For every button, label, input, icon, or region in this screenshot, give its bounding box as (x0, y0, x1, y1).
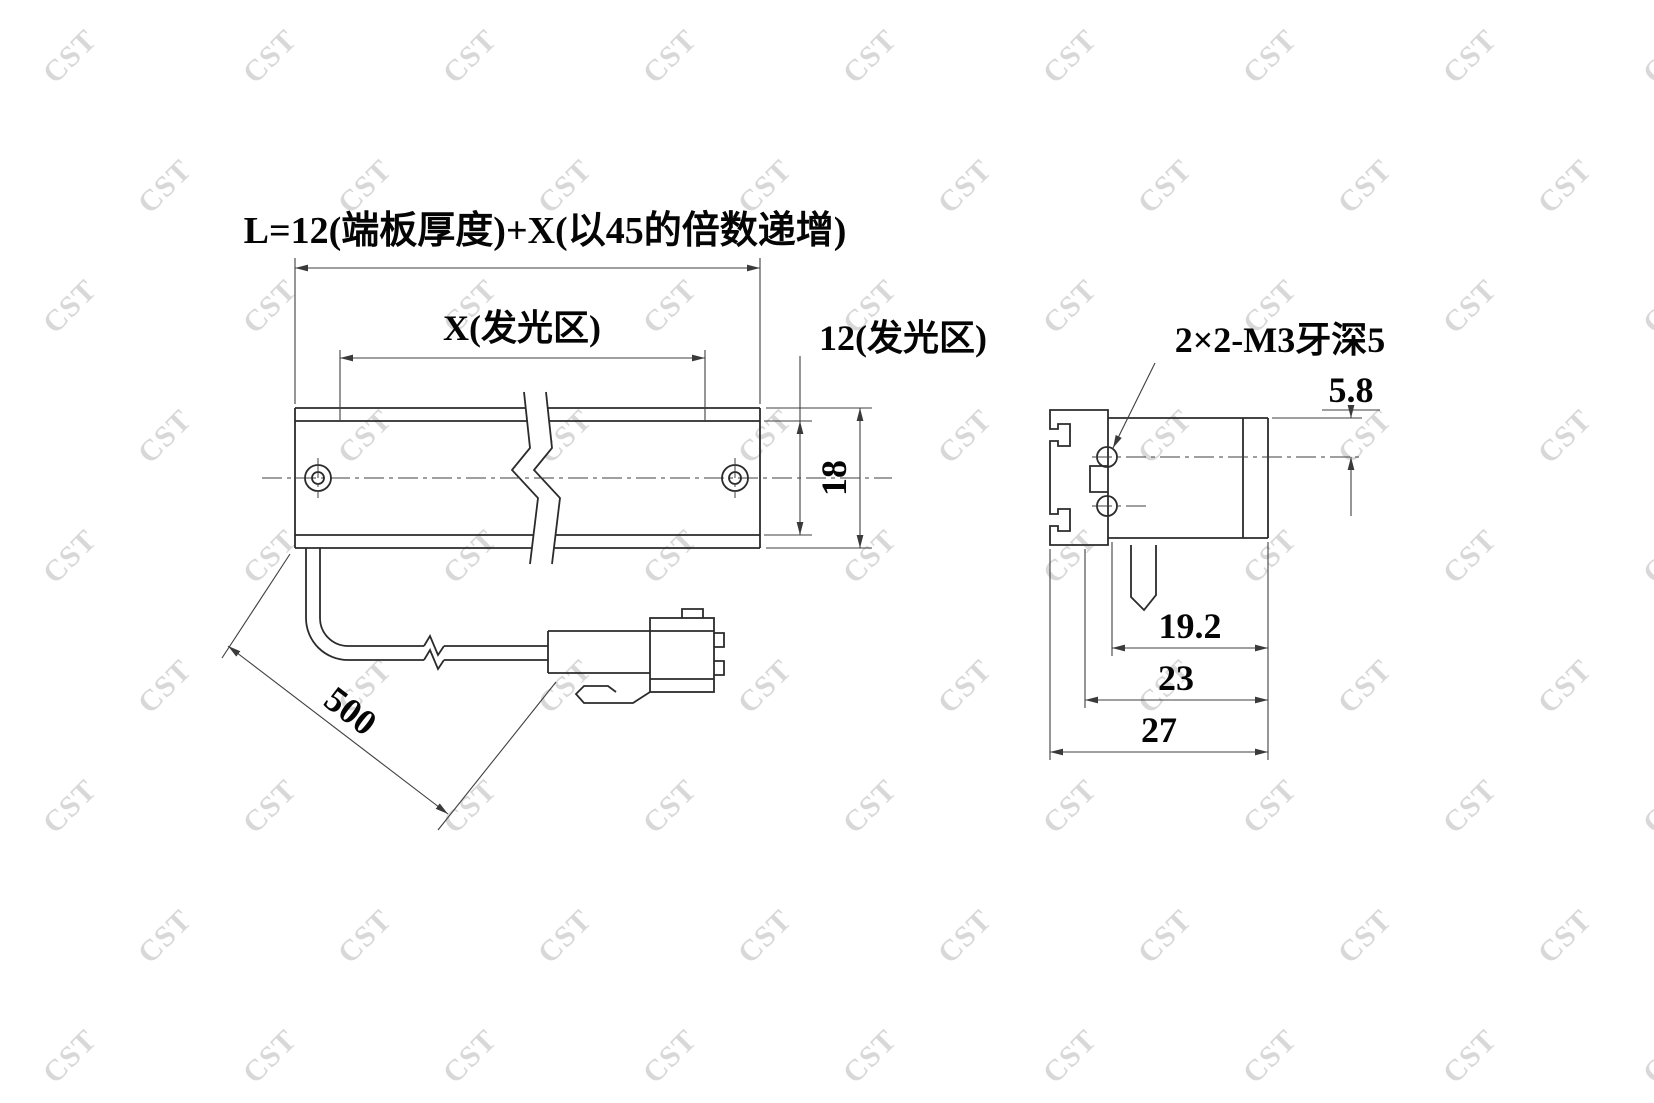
label-dim-27: 27 (1141, 710, 1177, 750)
dim-23: 23 (1084, 549, 1268, 708)
label-dim-23: 23 (1158, 658, 1194, 698)
connector-side-tabs (714, 632, 725, 676)
dim-5-8: 5.8 (1272, 370, 1380, 516)
mounting-hole-left (304, 458, 332, 498)
dim-side-12: 12(发光区) (764, 318, 987, 536)
profile-outline (1049, 409, 1109, 546)
dim-19-2: 19.2 (1111, 542, 1269, 760)
mounting-hole-right (721, 458, 749, 498)
label-dim-18: 18 (814, 460, 854, 496)
label-thread: 2×2-M3牙深5 (1175, 320, 1385, 360)
m3-holes (1092, 446, 1362, 517)
led-housing (1108, 417, 1269, 539)
label-x-area: X(发光区) (443, 308, 601, 348)
connector-latch (574, 685, 651, 704)
connector-top-tab (681, 608, 704, 618)
label-side-12: 12(发光区) (819, 318, 987, 358)
cable-connector (547, 608, 725, 704)
section-view: 2×2-M3牙深5 5.8 19.2 23 27 (1049, 320, 1385, 760)
dim-27: 27 (1049, 549, 1268, 760)
connector-boot (547, 630, 650, 674)
leader-thread: 2×2-M3牙深5 (1112, 320, 1385, 449)
dim-18: 18 (766, 407, 872, 549)
label-length-formula: L=12(端板厚度)+X(以45的倍数递增) (244, 210, 847, 252)
label-dim-5-8: 5.8 (1329, 370, 1374, 410)
wire-exit (1130, 545, 1157, 612)
dim-x-area: X(发光区) (339, 308, 706, 421)
profile-center-channel (1089, 465, 1108, 493)
label-dim-19-2: 19.2 (1159, 606, 1222, 646)
dim-overall-length: L=12(端板厚度)+X(以45的倍数递增) (244, 210, 847, 404)
